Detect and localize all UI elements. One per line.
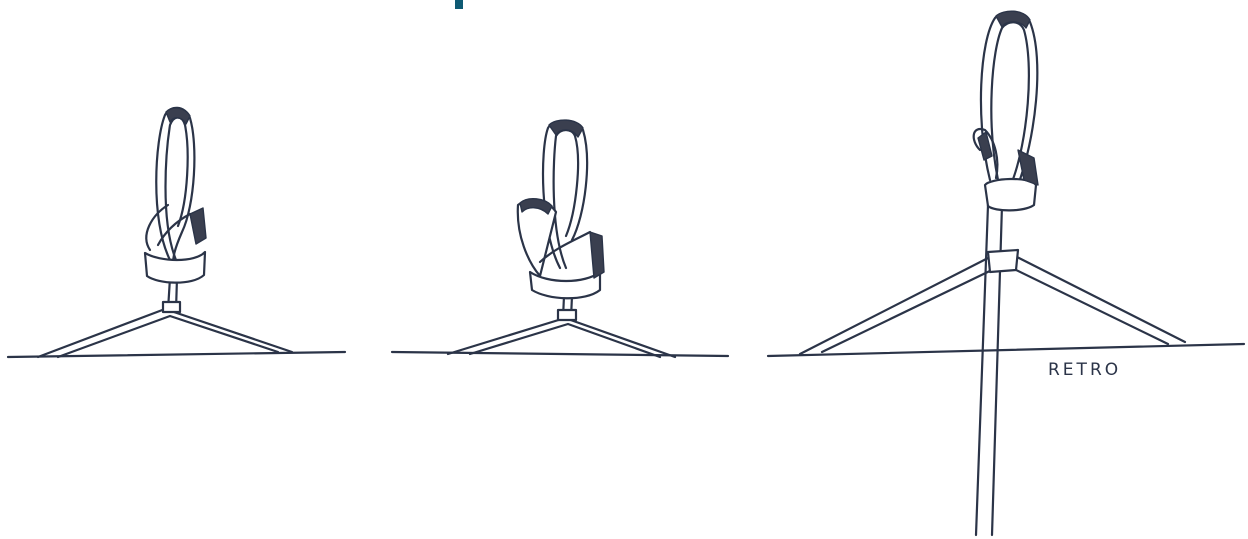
tripod-leg-left-3 <box>800 256 996 354</box>
loop-inner-2 <box>554 130 578 268</box>
loop-top-shadow-1 <box>166 108 190 124</box>
stem-collar-1 <box>163 302 180 312</box>
loop-top-shadow-2 <box>549 120 583 137</box>
pole-junction-3 <box>988 250 1018 272</box>
heading-fragment <box>455 0 463 9</box>
stem-collar-2 <box>558 310 576 320</box>
retro-label: RETRO <box>1048 360 1121 380</box>
knot-step-3: RETRO <box>768 11 1244 535</box>
knot-step-2 <box>392 120 728 357</box>
wrap-shadow-2 <box>590 232 604 278</box>
knot-band-3 <box>985 179 1036 210</box>
knot-step-1 <box>8 108 345 357</box>
wrap-shadow-1 <box>190 208 206 244</box>
tripod-leg-right-3 <box>1012 256 1185 344</box>
ground-line-3 <box>768 344 1244 356</box>
loop-outer-1 <box>156 108 194 270</box>
ground-line-2 <box>392 352 728 356</box>
loop-inner-1 <box>166 118 188 261</box>
loop-top-shadow-3 <box>996 11 1030 28</box>
